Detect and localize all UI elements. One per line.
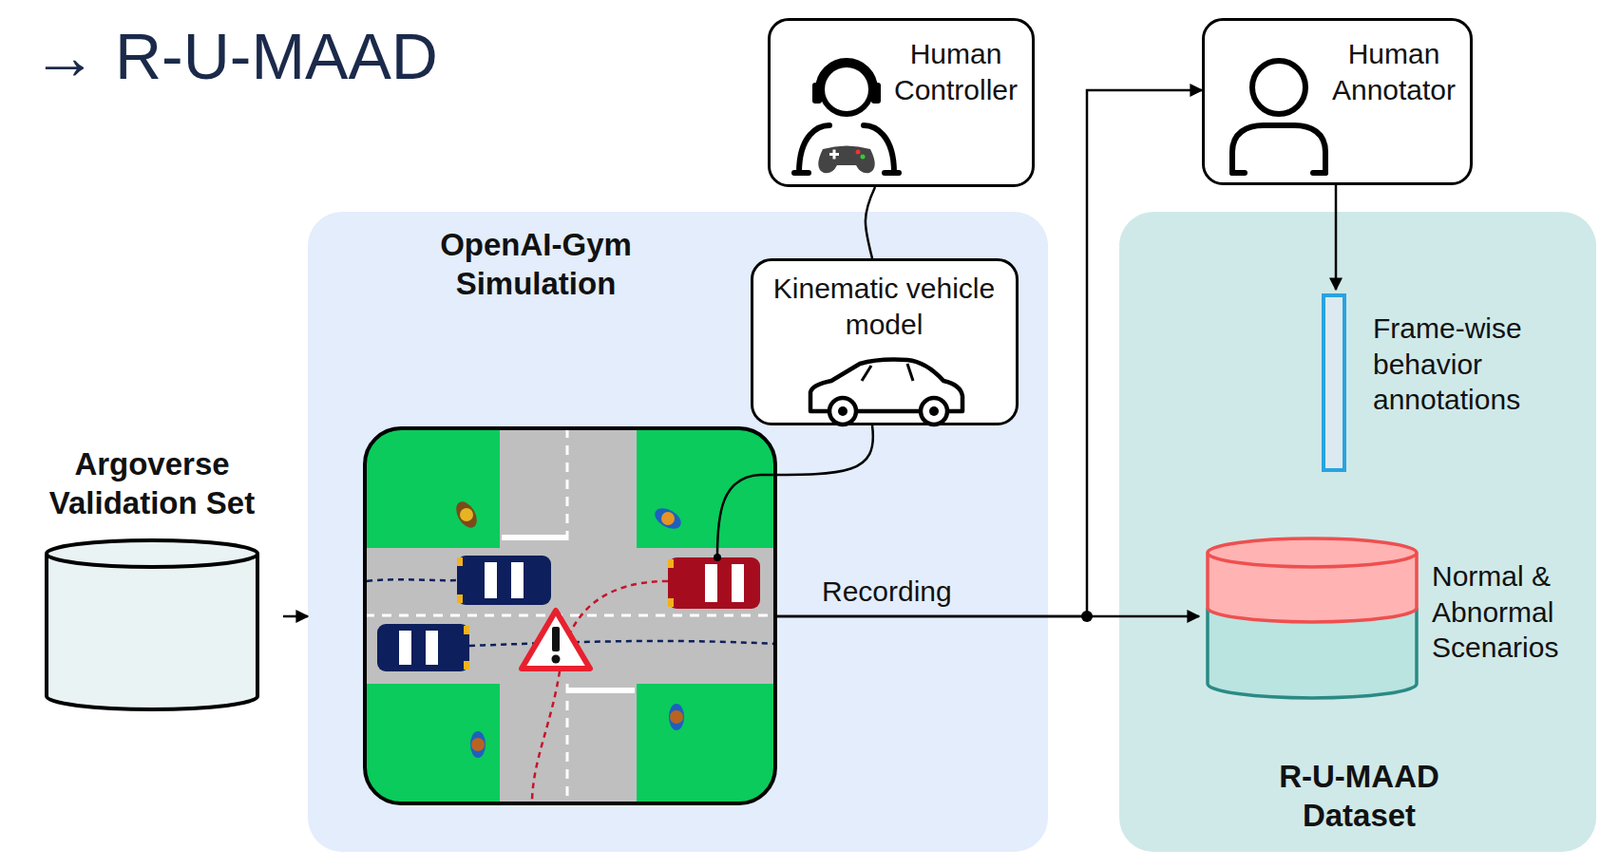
leader-dot (713, 553, 722, 562)
drawing-shape (667, 557, 761, 610)
label-text: Kinematic vehicle model (772, 270, 996, 343)
pedestrian (470, 731, 486, 759)
pedestrian (668, 704, 685, 731)
label-text: Human Controller (884, 36, 1028, 108)
drawing-shape (425, 630, 439, 666)
source-database-icon (42, 536, 264, 716)
drawing-shape (364, 428, 776, 804)
label-text: Frame-wise behavior annotations (1372, 310, 1554, 419)
drawing-shape (856, 150, 861, 155)
panel-fill (307, 211, 1048, 853)
pedestrian (651, 504, 686, 534)
drawing-shape (920, 398, 948, 425)
annotator-box: Human Annotator (1201, 18, 1473, 186)
drawing-shape (667, 559, 674, 569)
drawing-shape (838, 406, 848, 417)
dataset-cylinder-icon (1203, 532, 1423, 705)
leader-line (717, 425, 874, 556)
drawing-shape (46, 540, 258, 568)
drawing-shape (552, 627, 560, 652)
drawing-shape (470, 731, 486, 759)
drawing-shape (46, 553, 258, 710)
drawing-shape (471, 738, 485, 752)
blue-car (377, 624, 470, 672)
drawing-shape (457, 557, 463, 567)
drawing-shape (463, 661, 470, 670)
annotator-box-icon (1208, 28, 1352, 186)
drawing-shape (667, 598, 674, 608)
drawing-shape (364, 428, 776, 804)
drawing-shape (566, 684, 570, 804)
drawing-shape (366, 579, 458, 582)
pedestrian (452, 498, 482, 533)
annotation-bar-icon (1320, 289, 1350, 477)
drawing-shape (377, 624, 470, 672)
drawing-shape (1232, 170, 1326, 176)
edge-label: Recording (821, 574, 953, 610)
drawing-shape (668, 704, 685, 731)
drawing-shape (457, 555, 552, 606)
vehicle-model-box: Kinematic vehicle model (750, 258, 1019, 426)
drawing-shape (833, 150, 837, 160)
drawing-shape (871, 82, 881, 104)
drawing-shape (457, 594, 463, 604)
drawing-shape (704, 564, 718, 603)
drawing-shape (929, 406, 939, 417)
heading-text: Argoverse Validation Set (28, 444, 276, 524)
drawing-shape (1323, 295, 1345, 471)
drawing-shape (459, 508, 474, 522)
drawing-shape (521, 610, 591, 669)
drawing-shape (1252, 60, 1306, 115)
blue-car (457, 555, 552, 606)
drawing-shape (818, 146, 876, 174)
drawing-shape (829, 398, 857, 425)
connector-arrow (865, 187, 876, 259)
drawing-shape (1232, 125, 1326, 173)
source-database: Argoverse Validation Set (28, 444, 284, 721)
drawing-shape (501, 534, 568, 541)
drawing-shape (1207, 538, 1417, 568)
drawing-shape (452, 498, 482, 533)
drawing-shape (484, 562, 497, 599)
vehicle-model-box-icon (802, 352, 971, 429)
label-text: Normal & Abnormal Scenarios (1431, 558, 1584, 667)
drawing-shape (364, 614, 776, 618)
drawing-shape (861, 363, 914, 381)
drawing-shape (651, 504, 686, 534)
drawing-shape (669, 710, 684, 724)
controller-box: Human Controller (767, 18, 1035, 188)
red-car (667, 557, 761, 610)
drawing-shape (794, 170, 899, 176)
drawing-shape (567, 687, 635, 694)
drawing-shape (511, 562, 524, 599)
heading-text: OpenAI-Gym Simulation (426, 225, 646, 305)
connector-arrow (283, 615, 308, 619)
drawing-shape (661, 512, 675, 526)
label-text: Human Annotator (1322, 36, 1466, 108)
dataset-cylinder: Normal & Abnormal Scenarios (1199, 532, 1592, 708)
drawing-shape (860, 154, 866, 160)
drawing-shape (463, 626, 470, 635)
drawing-shape (364, 548, 776, 685)
drawing-shape (552, 655, 561, 665)
intersection-scene (364, 428, 776, 804)
simulation-panel: OpenAI-Gym SimulationKinematic vehicle m… (307, 211, 1048, 853)
heading-text: R-U-MAAD Dataset (1252, 757, 1467, 837)
warning-sign (521, 610, 591, 669)
drawing-shape (364, 428, 776, 804)
drawing-shape (469, 641, 776, 647)
drawing-shape (812, 82, 822, 104)
connector-arrow (1334, 185, 1338, 290)
drawing-shape (818, 60, 876, 90)
drawing-shape (731, 564, 744, 603)
dataset-panel: R-U-MAAD Dataset Frame-wise behavior anno… (1119, 211, 1597, 853)
diagram-title: → R-U-MAAD (32, 19, 439, 94)
drawing-shape (821, 64, 872, 115)
drawing-shape (566, 428, 570, 549)
drawing-shape (399, 630, 412, 666)
annotation-bar: Frame-wise behavior annotations (1320, 289, 1580, 480)
panel-fill (1119, 211, 1597, 853)
controller-box-icon (770, 30, 923, 192)
